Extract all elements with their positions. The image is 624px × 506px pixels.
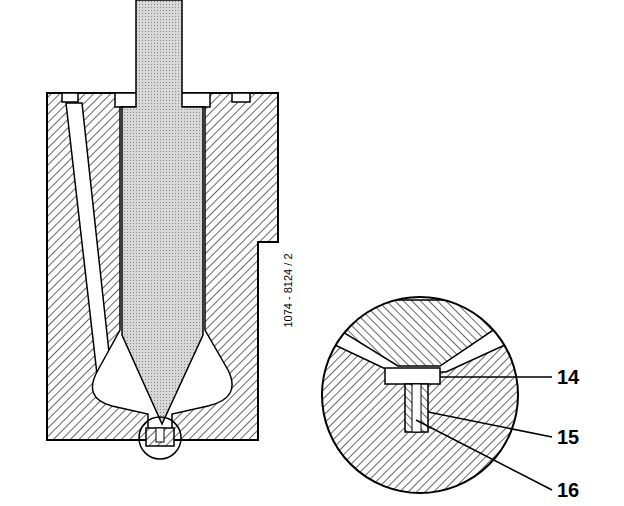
- callout-number: 16: [557, 480, 579, 500]
- callout-number: 15: [557, 427, 579, 447]
- drawing-number: 1074 - 8124 / 2: [282, 253, 293, 327]
- callout-number: 14: [557, 367, 579, 387]
